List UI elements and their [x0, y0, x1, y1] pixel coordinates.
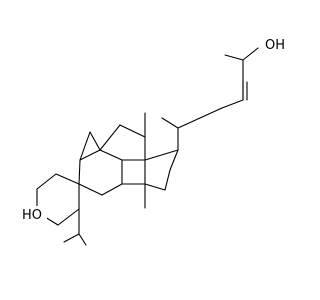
bond-d15-c14 — [144, 183, 166, 191]
bond-d16-d15 — [164, 169, 171, 191]
bond-a1-a2 — [36, 173, 57, 190]
bond-c7-c8 — [99, 149, 123, 161]
bond-a4-a5 — [57, 208, 80, 226]
molecule-structure: HO OH — [21, 36, 290, 246]
bond-d17-d16 — [169, 149, 179, 171]
bond-s5-s6 — [224, 54, 244, 61]
bond-c9-a3 — [78, 159, 81, 185]
bond-c11-c12 — [119, 124, 146, 138]
bond-c9-cp — [79, 131, 91, 161]
bond-c8-c9 — [79, 149, 101, 161]
hydroxyl-right-label: OH — [265, 38, 285, 53]
bond-gem-m4a — [63, 233, 80, 243]
bond-gem-m4b — [78, 233, 87, 246]
atom-label-group: HO OH — [21, 36, 290, 223]
bond-s3-s4 — [221, 99, 244, 109]
bond-s1-s2 — [177, 117, 201, 129]
bond-s5-s7 — [242, 47, 259, 61]
bond-a3-c5 — [78, 183, 103, 196]
bond-c5-c6 — [101, 183, 123, 196]
bond-c8-c11 — [99, 124, 121, 151]
bond-s1-s1m — [161, 117, 179, 129]
hydroxyl-left-label: HO — [22, 208, 42, 223]
skeletal-formula: HO OH — [21, 36, 290, 246]
bond-s2-s3 — [199, 107, 223, 119]
bond-cp-c8 — [89, 131, 101, 151]
bond-a2-a3 — [55, 173, 80, 185]
label-background-right — [264, 36, 290, 53]
bond-group — [36, 47, 259, 246]
label-background-left — [21, 206, 47, 223]
bond-c13-d17 — [144, 149, 179, 161]
